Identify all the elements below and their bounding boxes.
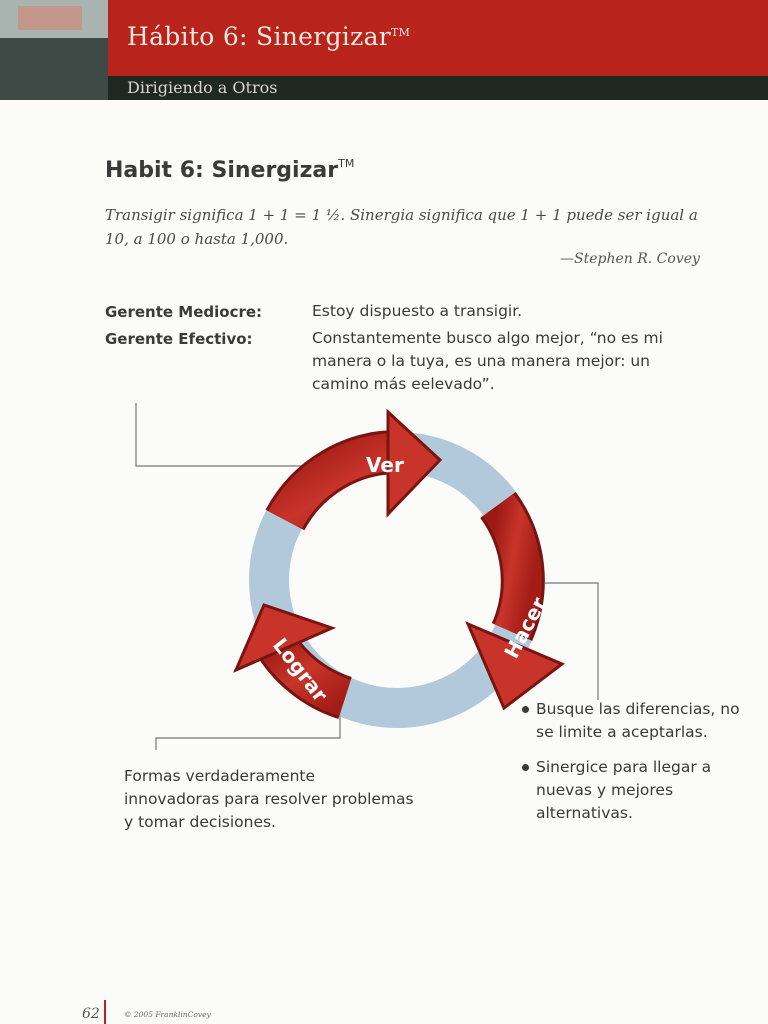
step-ver-label: Ver bbox=[366, 453, 404, 477]
copyright-text: © 2005 FranklinCovey bbox=[124, 1010, 211, 1019]
arrow-lograr-head bbox=[233, 603, 337, 673]
trademark-mark: TM bbox=[391, 26, 411, 39]
effective-manager-text: Constantemente busco algo mejor, “no es … bbox=[312, 329, 663, 393]
bullet-item: Sinergice para llegar a nuevas y mejores… bbox=[520, 756, 760, 825]
header-title-bar bbox=[108, 0, 768, 76]
bullet-list: Busque las diferencias, no se limite a a… bbox=[520, 698, 760, 837]
connector-line-hacer bbox=[532, 582, 599, 700]
chapter-subtitle: Dirigiendo a Otros bbox=[127, 78, 278, 97]
arrow-hacer-head bbox=[465, 621, 565, 711]
effective-manager-label: Gerente Efectivo: bbox=[105, 330, 253, 348]
connector-line-lograr bbox=[155, 700, 341, 750]
mediocre-manager-label: Gerente Mediocre: bbox=[105, 303, 263, 321]
cycle-caption: Formas verdaderamente innovadoras para r… bbox=[124, 767, 414, 831]
footer-divider bbox=[104, 1000, 106, 1024]
trademark-mark: TM bbox=[338, 156, 355, 170]
bullet-icon bbox=[522, 706, 529, 713]
chapter-title: Hábito 6: SinergizarTM bbox=[127, 22, 411, 51]
header-subtitle-bar bbox=[108, 76, 768, 100]
bullet-item: Busque las diferencias, no se limite a a… bbox=[520, 698, 760, 744]
mediocre-manager-text: Estoy dispuesto a transigir. bbox=[312, 302, 523, 320]
header-band: Hábito 6: SinergizarTM Dirigiendo a Otro… bbox=[0, 0, 768, 100]
bullet-icon bbox=[522, 764, 529, 771]
cycle-diagram: Ver Hacer Lograr bbox=[135, 403, 599, 750]
page-number: 62 bbox=[82, 1006, 100, 1022]
quote-attribution: —Stephen R. Covey bbox=[560, 251, 700, 267]
header-photo bbox=[0, 0, 108, 100]
page-title: Habit 6: SinergizarTM bbox=[105, 156, 355, 183]
connector-line-ver bbox=[135, 403, 345, 467]
arrow-ver-head bbox=[386, 408, 443, 518]
quote-text: Transigir significa 1 + 1 = 1 ½. Sinergi… bbox=[105, 206, 698, 248]
